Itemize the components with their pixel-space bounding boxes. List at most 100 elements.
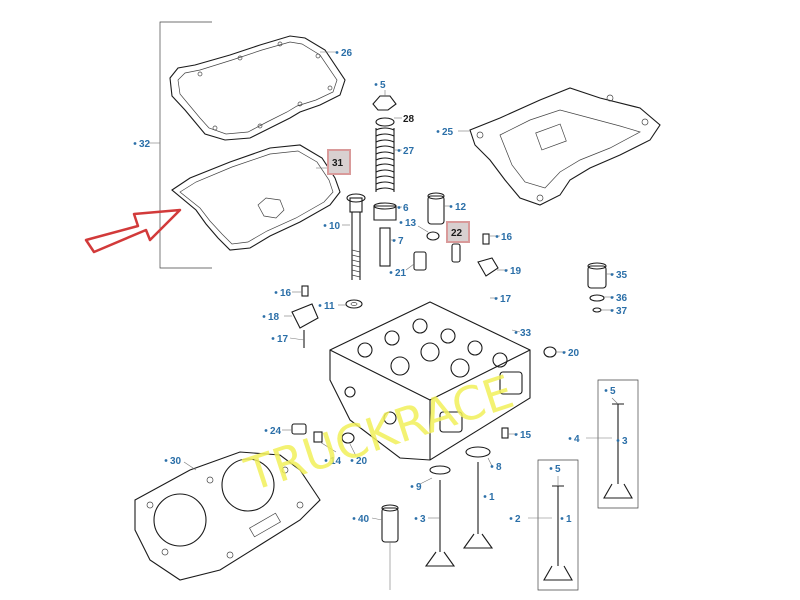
callout-c7: 7 (398, 236, 404, 247)
callout-dot (604, 389, 608, 392)
valve-assembly-box-lower (537, 459, 579, 591)
manifold-gasket (469, 87, 661, 206)
rocker-cover-gasket-upper (169, 35, 346, 141)
plug-and-seals (587, 262, 607, 313)
callout-dot (352, 517, 356, 520)
callout-c3b: 3 (420, 514, 426, 525)
group-bracket-32 (159, 21, 212, 269)
valve-assembly-box-right (597, 379, 639, 509)
callout-dot (389, 271, 393, 274)
plug-right (543, 346, 557, 358)
callout-c8: 8 (496, 462, 502, 473)
callout-dot (399, 221, 403, 224)
callout-c14: 14 (330, 456, 342, 467)
callout-dot (514, 331, 518, 334)
washer (345, 299, 363, 309)
valves-center (424, 446, 494, 567)
highlight-box-31 (327, 149, 351, 175)
callout-dot (610, 273, 614, 276)
callout-dot (264, 429, 268, 432)
cylinder-head (329, 301, 531, 461)
callout-c19: 19 (510, 266, 522, 277)
injector-sleeve (381, 504, 399, 590)
head-bolt (346, 193, 366, 280)
callout-dot (610, 296, 614, 299)
callout-dot (318, 304, 322, 307)
callout-c28: 28 (403, 114, 415, 125)
callout-dot (324, 459, 328, 462)
callout-c20a: 20 (568, 348, 580, 359)
callout-c26: 26 (341, 48, 353, 59)
callout-c22: 22 (451, 228, 463, 239)
callout-c21: 21 (395, 268, 407, 279)
callout-dot (414, 517, 418, 520)
callout-c16a: 16 (501, 232, 513, 243)
injector-sleeve-parts (413, 192, 445, 271)
callout-dot (397, 149, 401, 152)
callout-c31: 31 (332, 158, 344, 169)
head-gasket (134, 451, 321, 581)
callout-c27: 27 (403, 146, 415, 157)
callout-dot (449, 205, 453, 208)
callout-c20b: 20 (356, 456, 368, 467)
callout-dot (436, 130, 440, 133)
callout-dot (616, 439, 620, 442)
callout-c30: 30 (170, 456, 182, 467)
callout-c24: 24 (270, 426, 282, 437)
callout-c18: 18 (268, 312, 280, 323)
callout-c36: 36 (616, 293, 628, 304)
callout-c40: 40 (358, 514, 370, 525)
callout-dot (560, 517, 564, 520)
callout-dot (323, 224, 327, 227)
callout-c11: 11 (324, 301, 335, 312)
callout-dot (562, 351, 566, 354)
callout-c17a: 17 (500, 294, 512, 305)
callout-c25: 25 (442, 127, 454, 138)
callout-c6: 6 (403, 203, 409, 214)
callout-c5a: 5 (380, 80, 386, 91)
highlight-box-22 (446, 221, 470, 243)
callout-c13: 13 (405, 218, 417, 229)
callout-dot (397, 206, 401, 209)
pin-and-fitting (451, 233, 499, 277)
callout-dot (490, 465, 494, 468)
valve-spring-assembly (372, 95, 397, 267)
callout-c12: 12 (455, 202, 467, 213)
callout-c4: 4 (574, 434, 580, 445)
callout-dot (504, 269, 508, 272)
callout-dot (262, 315, 266, 318)
callout-dot (610, 309, 614, 312)
callout-dot (549, 467, 553, 470)
lifting-bracket (291, 285, 319, 348)
callout-c35: 35 (616, 270, 628, 281)
callout-dot (350, 459, 354, 462)
callout-c33: 33 (520, 328, 532, 339)
callout-dot (514, 433, 518, 436)
callout-c5c: 5 (555, 464, 561, 475)
callout-dot (271, 337, 275, 340)
callout-dot (374, 83, 378, 86)
callout-c1a: 1 (489, 492, 495, 503)
pointer-arrow-icon (84, 208, 182, 254)
callout-dot (495, 235, 499, 238)
callout-dot (568, 437, 572, 440)
callout-dot (164, 459, 168, 462)
callout-c2: 2 (515, 514, 521, 525)
callout-dot (509, 517, 513, 520)
callout-c1b: 1 (566, 514, 572, 525)
callout-c17b: 17 (277, 334, 289, 345)
valve-cover-gasket (171, 144, 341, 251)
callout-c15: 15 (520, 430, 532, 441)
callout-c32: 32 (139, 139, 151, 150)
callout-c16b: 16 (280, 288, 292, 299)
callout-c10: 10 (329, 221, 341, 232)
callout-c37: 37 (616, 306, 628, 317)
callout-c3a: 3 (622, 436, 628, 447)
callout-dot (392, 239, 396, 242)
callout-c9: 9 (416, 482, 422, 493)
callout-dot (494, 297, 498, 300)
callout-dot (133, 142, 137, 145)
callout-c5b: 5 (610, 386, 616, 397)
